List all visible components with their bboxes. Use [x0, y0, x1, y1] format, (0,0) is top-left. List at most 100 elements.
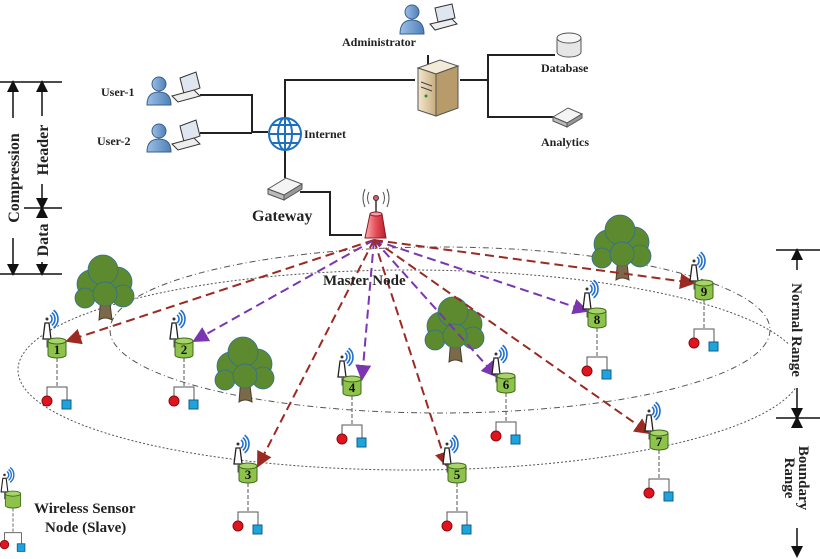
wifi-signal-icon — [49, 309, 59, 329]
master-link-3 — [257, 239, 375, 468]
sensor-node: 9 — [688, 251, 719, 352]
sensor-blue-icon — [663, 491, 674, 502]
server-icon — [416, 59, 460, 117]
normal-range-label: Normal Range — [788, 283, 804, 377]
legend-label-line1: Wireless Sensor — [34, 501, 136, 517]
user-icon — [399, 4, 425, 35]
wifi-signal-icon — [498, 344, 508, 364]
master-link-1 — [65, 239, 375, 345]
sensor-node-body: 7 — [649, 429, 669, 451]
node-id-label: 7 — [656, 434, 663, 449]
sensor-red-icon — [581, 365, 593, 377]
gateway-router-icon — [266, 177, 304, 201]
sensor-node: 5 — [441, 434, 472, 535]
wifi-signal-icon — [176, 309, 186, 329]
master-link-9 — [373, 239, 696, 290]
master-link-4 — [355, 239, 375, 381]
normal-range-boundary — [109, 246, 771, 414]
sensor-red-icon — [336, 433, 348, 445]
database-label: Database — [541, 61, 589, 75]
sensor-node-body: 6 — [496, 372, 516, 394]
legend-label-line2: Node (Slave) — [45, 520, 126, 536]
gateway-label: Gateway — [252, 208, 312, 225]
user-2-group: User-2 — [97, 119, 201, 153]
node-id-label: 5 — [454, 467, 461, 482]
wifi-signal-icon — [696, 251, 706, 271]
node-id-label: 3 — [245, 467, 252, 482]
sensor-red-icon — [441, 520, 453, 532]
sensor-node-body: 3 — [238, 462, 258, 484]
sensor-red-icon — [168, 395, 180, 407]
sensor-red-icon — [688, 337, 700, 349]
sensor-node-body: 8 — [587, 307, 607, 329]
antenna-icon — [42, 317, 52, 348]
sensor-blue-icon — [708, 341, 719, 352]
master-node-label: Master Node — [323, 273, 406, 289]
node-id-label: 8 — [594, 312, 601, 327]
laptop-icon — [171, 71, 201, 103]
node-id-label: 2 — [181, 342, 188, 357]
user-icon — [146, 123, 172, 153]
master-link-8 — [373, 239, 589, 315]
user-2-label: User-2 — [97, 134, 131, 148]
sensor-node: 1 — [41, 309, 72, 410]
sensor-blue-icon — [16, 543, 26, 552]
data-label: Data — [35, 224, 52, 257]
wifi-signal-icon — [651, 401, 661, 421]
tree-icon — [214, 336, 275, 403]
antenna-icon — [0, 473, 9, 500]
node-id-label: 6 — [503, 377, 510, 392]
laptop-icon — [429, 3, 458, 31]
node-id-label: 9 — [701, 284, 708, 299]
administrator-label: Administrator — [342, 35, 417, 49]
wifi-signal-icon — [449, 434, 459, 454]
sensor-red-icon — [490, 430, 502, 442]
sensor-blue-icon — [61, 399, 72, 410]
database-icon — [556, 32, 582, 58]
node-id-label: 1 — [54, 342, 61, 357]
legend-sensor-node — [0, 466, 26, 552]
sensor-red-icon — [643, 487, 655, 499]
sensor-red-icon — [232, 520, 244, 532]
sensor-node-body — [4, 490, 22, 509]
sensor-node — [0, 466, 26, 552]
analytics-device-icon — [551, 107, 584, 128]
sensor-node: 4 — [336, 347, 367, 448]
node-id-label: 4 — [349, 380, 356, 395]
boundary-range-label-line1: Boundary — [795, 446, 811, 511]
master-link-7 — [373, 239, 651, 435]
network-links — [200, 54, 555, 236]
administrator-group: Administrator — [342, 3, 458, 49]
user-icon — [146, 76, 172, 106]
sensor-node: 7 — [643, 401, 674, 502]
analytics-label: Analytics — [541, 135, 589, 149]
master-link-6 — [373, 239, 498, 378]
sensor-blue-icon — [461, 524, 472, 535]
trees — [74, 214, 652, 403]
sensor-node-body: 9 — [694, 279, 714, 301]
internet-label: Internet — [304, 127, 346, 141]
user-1-group: User-1 — [101, 71, 201, 106]
sensor-node: 2 — [168, 309, 199, 410]
sensor-blue-icon — [356, 437, 367, 448]
master-node-tower-icon — [362, 188, 390, 239]
wifi-signal-icon — [344, 347, 354, 367]
boundary-range-label-line2: Range — [781, 458, 797, 499]
sensor-blue-icon — [601, 369, 612, 380]
sensor-blue-icon — [188, 399, 199, 410]
sensor-node: 8 — [581, 279, 612, 380]
analytics-group: Analytics — [541, 107, 589, 149]
master-links — [65, 239, 696, 468]
internet-globe-icon — [268, 117, 302, 151]
sensor-node: 3 — [232, 434, 263, 535]
sensor-node-body: 2 — [174, 337, 194, 359]
laptop-icon — [171, 119, 201, 151]
sensor-node-body: 4 — [342, 375, 362, 397]
sensor-red-icon — [0, 539, 10, 550]
wifi-signal-icon — [6, 466, 15, 483]
master-link-2 — [192, 239, 375, 342]
wifi-signal-icon — [589, 279, 599, 299]
compression-label: Compression — [6, 133, 23, 223]
sensor-node-body: 1 — [47, 337, 67, 359]
